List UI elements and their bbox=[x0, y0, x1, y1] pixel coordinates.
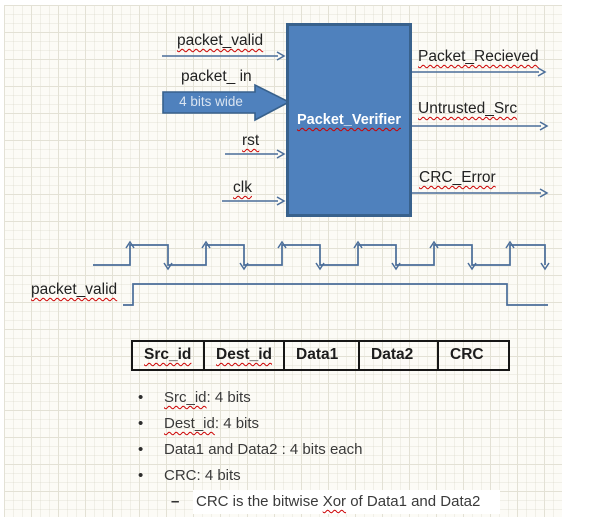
waveform-label-packet-valid: packet_valid bbox=[31, 281, 118, 298]
bullet-icon: • bbox=[138, 389, 144, 406]
note-term: Xor bbox=[322, 493, 347, 510]
note-item: • Data1 and Data2 : 4 bits each bbox=[138, 441, 362, 458]
block-title: Packet_Verifier bbox=[297, 112, 401, 128]
note-text: : 4 bits bbox=[214, 415, 260, 432]
note-subitem: –CRC is the bitwise Xor of Data1 and Dat… bbox=[171, 490, 501, 514]
clock-rising-edge-arrow-icon bbox=[277, 240, 287, 249]
packet-valid-waveform bbox=[123, 283, 548, 306]
note-text: : 4 bits bbox=[206, 389, 251, 406]
input-label-packet-in: packet_ in bbox=[181, 68, 252, 85]
clock-waveform bbox=[93, 244, 546, 266]
bullet-icon: • bbox=[138, 467, 144, 484]
packet-in-bus-arrow bbox=[162, 83, 291, 122]
output-label-crc-error: CRC_Error bbox=[419, 169, 496, 186]
clock-falling-edge-arrow-icon bbox=[315, 262, 325, 271]
note-text: Data1 and Data2 : 4 bits each bbox=[164, 441, 363, 458]
bus-width-label: 4 bits wide bbox=[179, 94, 243, 109]
note-item: • CRC: 4 bits bbox=[138, 467, 241, 484]
arrowhead-icon bbox=[537, 67, 547, 77]
clock-rising-edge-arrow-icon bbox=[429, 240, 439, 249]
clock-falling-edge-arrow-icon bbox=[467, 262, 477, 271]
table-cell-data2: Data2 bbox=[360, 342, 439, 369]
table-cell-src-id: Src_id bbox=[133, 342, 205, 369]
input-label-packet-valid: packet_valid bbox=[177, 32, 264, 49]
note-item: • Dest_id: 4 bits bbox=[138, 415, 259, 432]
note-text: CRC is the bitwise bbox=[196, 493, 323, 510]
packet-verifier-block: Packet_Verifier bbox=[286, 23, 412, 217]
clock-falling-edge-arrow-icon bbox=[163, 262, 173, 271]
arrowhead-icon bbox=[539, 188, 549, 198]
clock-rising-edge-arrow-icon bbox=[125, 240, 135, 249]
note-text: CRC: 4 bits bbox=[164, 467, 241, 484]
note-subitem-text: CRC is the bitwise Xor of Data1 and Data… bbox=[193, 490, 501, 514]
clock-falling-edge-arrow-icon bbox=[391, 262, 401, 271]
dash-icon: – bbox=[171, 493, 180, 510]
arrowhead-icon bbox=[539, 121, 549, 131]
table-cell-data1: Data1 bbox=[285, 342, 360, 369]
input-label-clk: clk bbox=[233, 179, 252, 196]
arrowhead-icon bbox=[276, 149, 286, 159]
table-cell-dest-id: Dest_id bbox=[205, 342, 285, 369]
note-term: Src_id bbox=[164, 389, 207, 406]
input-label-rst: rst bbox=[242, 132, 260, 149]
output-label-untrusted-src: Untrusted_Src bbox=[418, 100, 518, 117]
packet-fields-table: Src_id Dest_id Data1 Data2 CRC bbox=[131, 340, 510, 371]
bullet-icon: • bbox=[138, 441, 144, 458]
grid-background bbox=[4, 5, 562, 517]
clock-rising-edge-arrow-icon bbox=[201, 240, 211, 249]
arrowhead-icon bbox=[276, 196, 286, 206]
clock-rising-edge-arrow-icon bbox=[353, 240, 363, 249]
note-text: of Data1 and Data2 bbox=[346, 493, 481, 510]
clock-falling-edge-arrow-icon bbox=[239, 262, 249, 271]
clock-falling-edge-arrow-icon bbox=[540, 262, 550, 271]
note-item: • Src_id: 4 bits bbox=[138, 389, 251, 406]
output-label-packet-recieved: Packet_Recieved bbox=[418, 48, 539, 65]
table-cell-crc: CRC bbox=[450, 346, 484, 363]
clock-rising-edge-arrow-icon bbox=[505, 240, 515, 249]
bullet-icon: • bbox=[138, 415, 144, 432]
arrowhead-icon bbox=[276, 51, 286, 61]
note-term: Dest_id bbox=[164, 415, 215, 432]
